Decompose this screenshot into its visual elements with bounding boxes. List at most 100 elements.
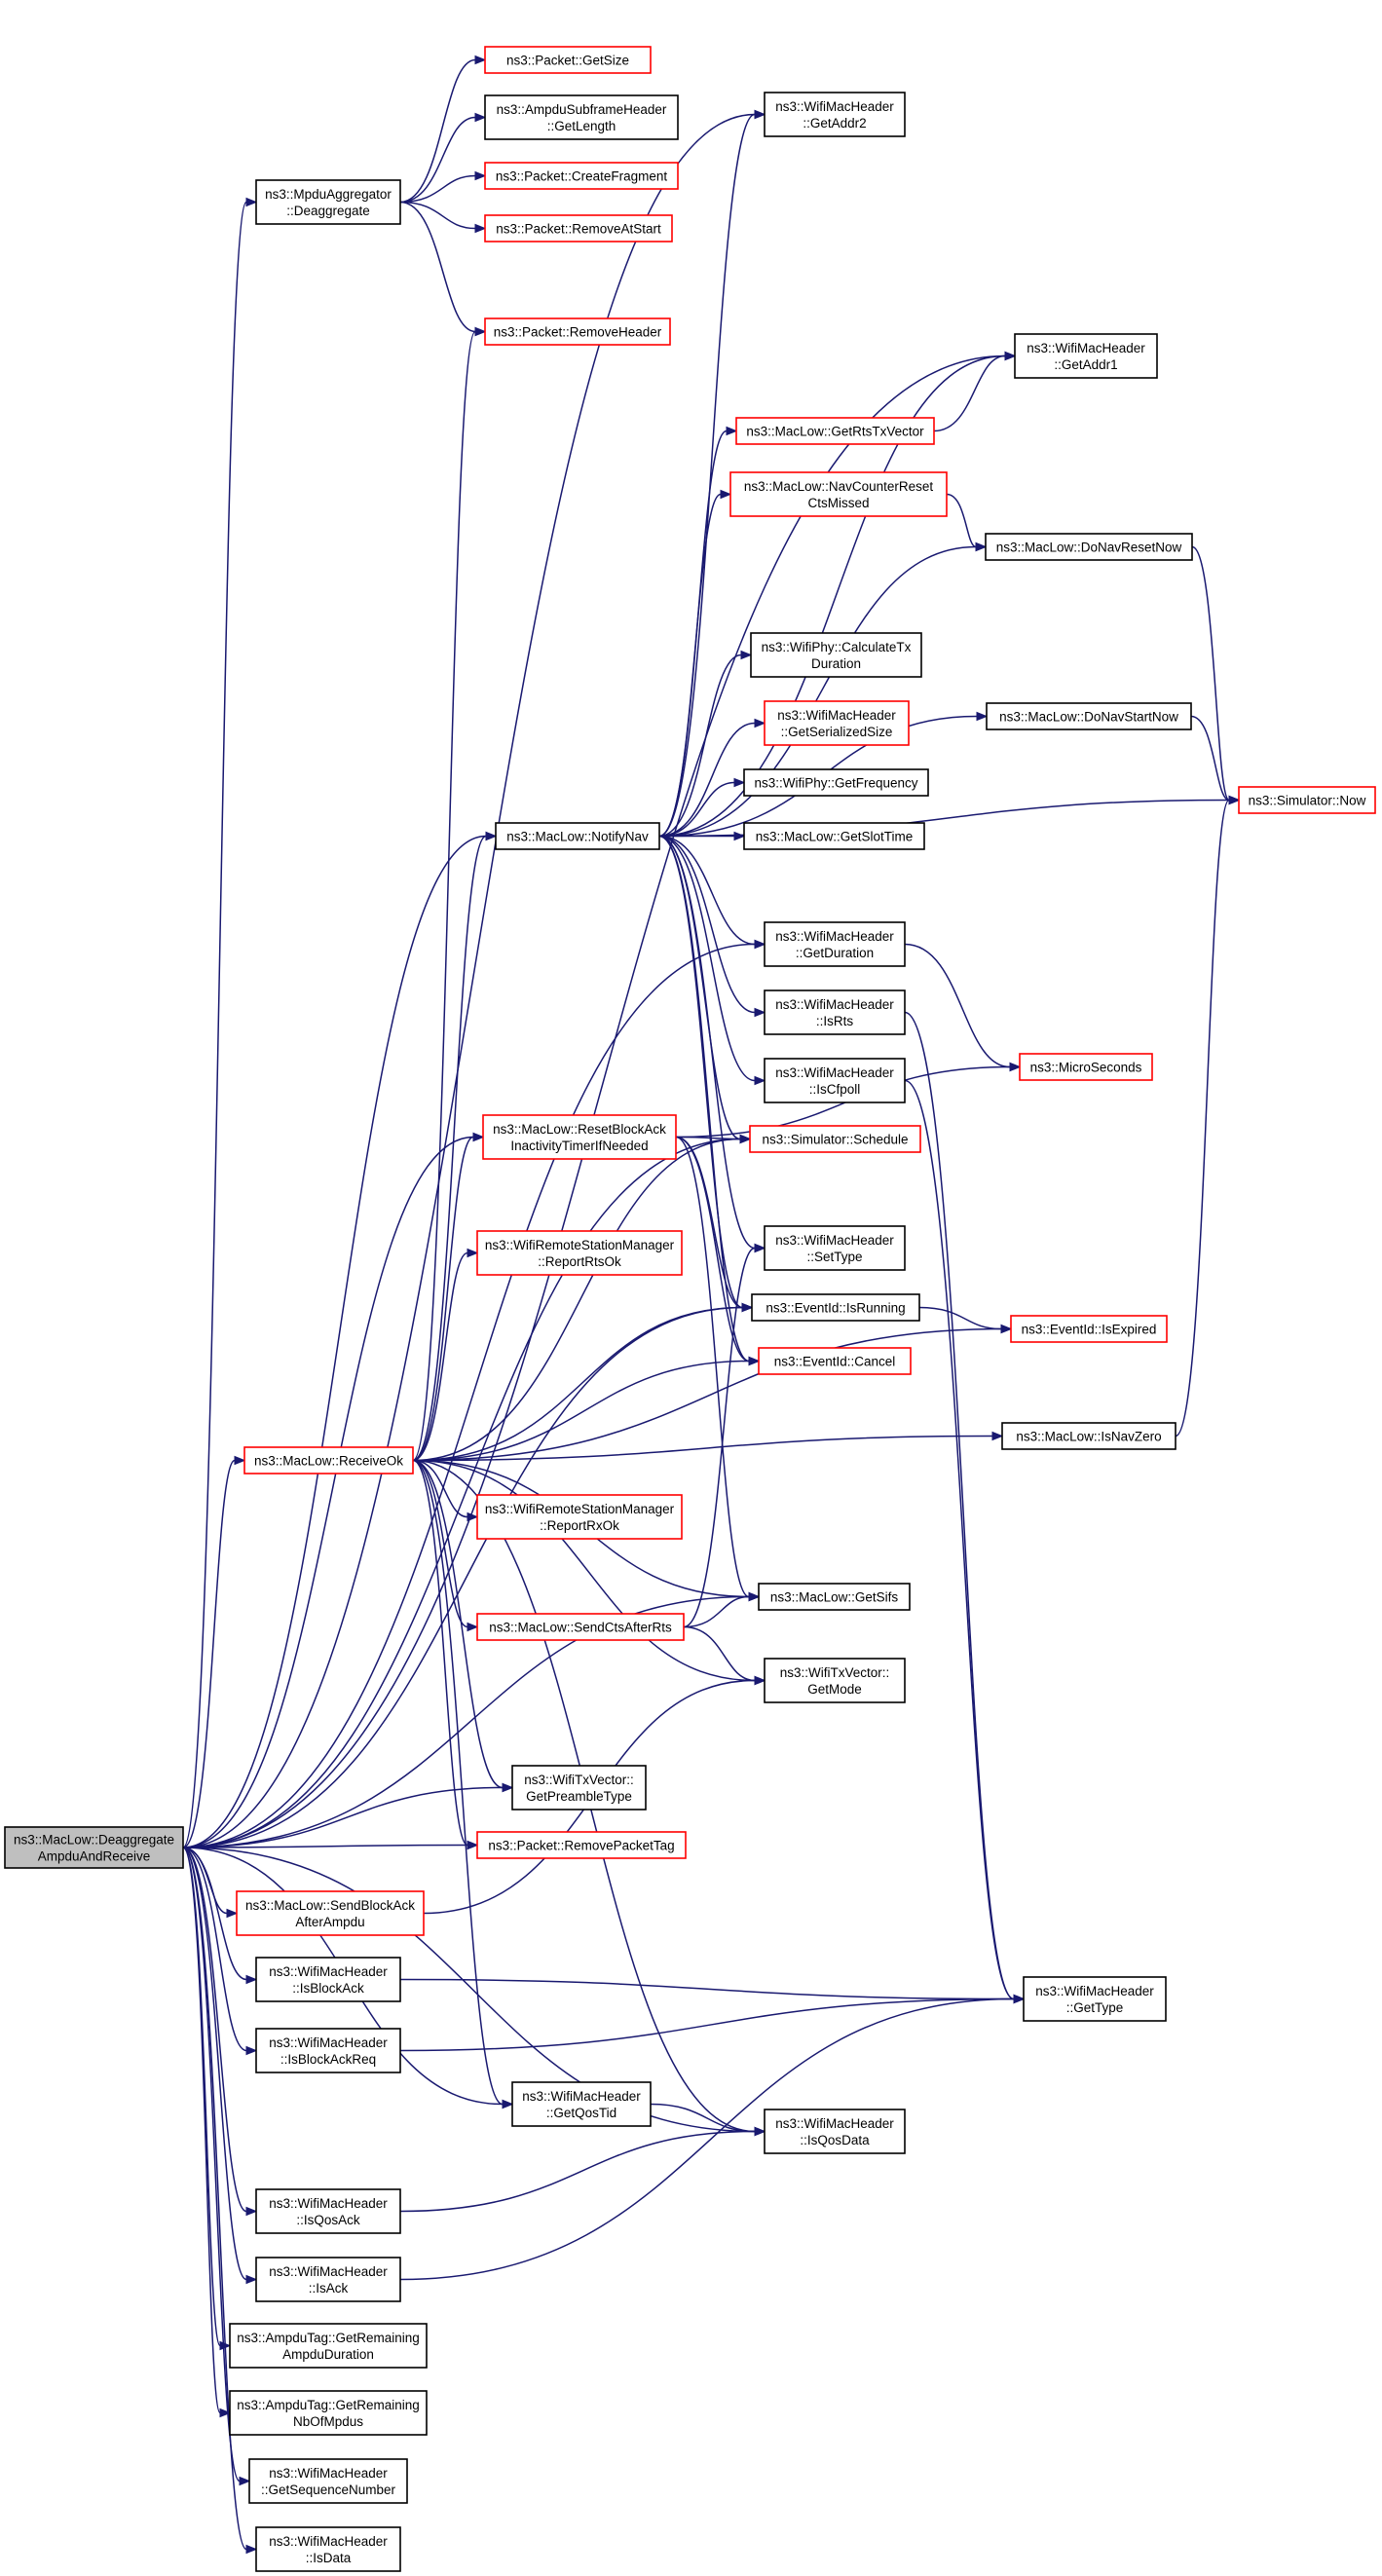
node-box — [511, 1765, 647, 1811]
node-hdr-isack[interactable]: ns3::WifiMacHeader::IsAck — [255, 2257, 401, 2302]
node-label: ns3::EventId::IsExpired — [1022, 1323, 1157, 1337]
node-isnavzero[interactable]: ns3::MacLow::IsNavZero — [1001, 1422, 1177, 1450]
node-donavresetnow[interactable]: ns3::MacLow::DoNavResetNow — [985, 533, 1193, 561]
node-label: ns3::WifiMacHeader — [775, 2116, 894, 2131]
node-box — [476, 1494, 683, 1540]
edge-receiveok-to-sim-schedule — [412, 1134, 752, 1462]
node-receiveok[interactable]: ns3::MacLow::ReceiveOk — [243, 1446, 414, 1475]
node-pkt-createfrag[interactable]: ns3::Packet::CreateFragment — [484, 162, 679, 190]
node-sim-now[interactable]: ns3::Simulator::Now — [1238, 786, 1376, 814]
node-hdr-isblockack[interactable]: ns3::WifiMacHeader::IsBlockAck — [255, 1957, 401, 2002]
node-label: ns3::WifiMacHeader — [1027, 341, 1145, 355]
node-hdr-isqosdata[interactable]: ns3::WifiMacHeader::IsQosData — [764, 2109, 906, 2154]
edge-root-to-hdr-isblockackreq — [182, 1847, 258, 2056]
node-hdr-isqosack[interactable]: ns3::WifiMacHeader::IsQosAck — [255, 2188, 401, 2234]
edge-root-to-mpdu-deagg — [182, 197, 258, 1848]
node-ampdu-getlen[interactable]: ns3::AmpduSubframeHeader::GetLength — [484, 94, 679, 140]
node-label: ns3::WifiMacHeader — [775, 997, 894, 1012]
node-hdr-isblockackreq[interactable]: ns3::WifiMacHeader::IsBlockAckReq — [255, 2028, 401, 2073]
node-pkt-removeatstart[interactable]: ns3::Packet::RemoveAtStart — [484, 214, 673, 243]
node-label: ns3::WifiMacHeader — [269, 2466, 388, 2481]
node-hdr-getqostid[interactable]: ns3::WifiMacHeader::GetQosTid — [511, 2081, 652, 2127]
node-hdr-gettype[interactable]: ns3::WifiMacHeader::GetType — [1023, 1976, 1167, 2022]
node-event-cancel[interactable]: ns3::EventId::Cancel — [758, 1347, 912, 1375]
node-box — [749, 1125, 921, 1153]
node-getsifs[interactable]: ns3::MacLow::GetSifs — [758, 1583, 911, 1611]
node-notifynav[interactable]: ns3::MacLow::NotifyNav — [495, 822, 660, 850]
node-hdr-settype[interactable]: ns3::WifiMacHeader::SetType — [764, 1225, 906, 1271]
node-box — [985, 533, 1193, 561]
edge-mpdu-deagg-to-pkt-removeatstart — [399, 201, 487, 234]
node-hdr-iscfpoll[interactable]: ns3::WifiMacHeader::IsCfpoll — [764, 1058, 906, 1103]
node-label: ns3::Simulator::Now — [1249, 794, 1366, 808]
edge-hdr-getduration-to-microseconds — [904, 943, 1022, 1072]
node-sim-schedule[interactable]: ns3::Simulator::Schedule — [749, 1125, 921, 1153]
node-hdr-getserialized[interactable]: ns3::WifiMacHeader::GetSerializedSize — [764, 700, 910, 746]
edge-mpdu-deagg-to-pkt-createfrag — [399, 170, 487, 204]
node-label: ::IsCfpoll — [809, 1082, 861, 1097]
node-label: ::GetDuration — [796, 946, 874, 960]
node-label: ns3::MacLow::DoNavResetNow — [996, 541, 1182, 555]
node-txv-getpreamble[interactable]: ns3::WifiTxVector::GetPreambleType — [511, 1765, 647, 1811]
node-label: ns3::WifiMacHeader — [522, 2089, 641, 2104]
edge-root-to-hdr-isblockack — [182, 1847, 258, 1985]
node-getslottime[interactable]: ns3::MacLow::GetSlotTime — [743, 822, 925, 850]
edge-donavstartnow-to-sim-now — [1190, 715, 1241, 805]
node-box — [229, 2323, 428, 2369]
edge-root-to-receiveok — [182, 1455, 246, 1848]
node-txv-getmode[interactable]: ns3::WifiTxVector::GetMode — [764, 1658, 906, 1703]
node-label: ::GetQosTid — [546, 2106, 616, 2120]
node-label: ns3::MacLow::DoNavStartNow — [999, 710, 1178, 725]
edge-receiveok-to-notifynav — [412, 831, 498, 1462]
node-microseconds[interactable]: ns3::MicroSeconds — [1019, 1053, 1153, 1081]
node-label: ::IsAck — [309, 2281, 349, 2296]
edge-hdr-isqosack-to-hdr-isqosdata — [399, 2126, 766, 2213]
node-box — [764, 1225, 906, 1271]
node-rsm-reportrtsok[interactable]: ns3::WifiRemoteStationManager::ReportRts… — [476, 1230, 683, 1276]
node-label: ::IsQosData — [800, 2133, 870, 2147]
node-hdr-getaddr2[interactable]: ns3::WifiMacHeader::GetAddr2 — [764, 92, 906, 137]
node-label: ns3::WifiMacHeader — [269, 2035, 388, 2050]
node-box — [229, 2390, 428, 2436]
edge-hdr-getqostid-to-hdr-isqosdata — [650, 2103, 766, 2137]
node-label: ns3::MacLow::ReceiveOk — [254, 1454, 403, 1469]
node-box — [243, 1446, 414, 1475]
node-label: ::SetType — [806, 1250, 862, 1264]
node-getrtstxvector[interactable]: ns3::MacLow::GetRtsTxVector — [735, 417, 935, 445]
edge-receiveok-to-event-isrunning — [412, 1302, 754, 1462]
node-hdr-isrts[interactable]: ns3::WifiMacHeader::IsRts — [764, 989, 906, 1035]
node-mpdu-deagg[interactable]: ns3::MpduAggregator::Deaggregate — [255, 179, 401, 225]
edge-resetblockack-to-event-cancel — [675, 1136, 761, 1366]
node-event-isexpired[interactable]: ns3::EventId::IsExpired — [1010, 1315, 1168, 1343]
node-label: ns3::WifiTxVector:: — [524, 1773, 634, 1787]
node-pkt-removetag[interactable]: ns3::Packet::RemovePacketTag — [476, 1831, 687, 1859]
node-hdr-isdata[interactable]: ns3::WifiMacHeader::IsData — [255, 2526, 401, 2572]
node-hdr-getseqnum[interactable]: ns3::WifiMacHeader::GetSequenceNumber — [248, 2458, 408, 2504]
node-box — [484, 317, 671, 346]
node-label: ns3::MacLow::NavCounterReset — [744, 479, 934, 494]
node-box — [482, 1114, 677, 1160]
node-resetblockack[interactable]: ns3::MacLow::ResetBlockAckInactivityTime… — [482, 1114, 677, 1160]
node-hdr-getduration[interactable]: ns3::WifiMacHeader::GetDuration — [764, 921, 906, 967]
node-label: ns3::WifiMacHeader — [775, 1065, 894, 1080]
node-event-isrunning[interactable]: ns3::EventId::IsRunning — [751, 1293, 920, 1322]
edge-receiveok-to-event-cancel — [412, 1356, 761, 1462]
node-pkt-removeheader[interactable]: ns3::Packet::RemoveHeader — [484, 317, 671, 346]
node-box — [484, 214, 673, 243]
node-hdr-getaddr1[interactable]: ns3::WifiMacHeader::GetAddr1 — [1014, 333, 1158, 379]
edge-receiveok-to-isnavzero — [412, 1431, 1004, 1462]
node-box — [764, 1058, 906, 1103]
node-box — [758, 1347, 912, 1375]
node-sendctsafterrts[interactable]: ns3::MacLow::SendCtsAfterRts — [476, 1613, 685, 1641]
node-rsm-reportrxok[interactable]: ns3::WifiRemoteStationManager::ReportRxO… — [476, 1494, 683, 1540]
node-phy-getfreq[interactable]: ns3::WifiPhy::GetFrequency — [743, 768, 929, 797]
node-pkt-getsize[interactable]: ns3::Packet::GetSize — [484, 46, 652, 74]
node-box — [255, 2188, 401, 2234]
node-donavstartnow[interactable]: ns3::MacLow::DoNavStartNow — [986, 702, 1192, 730]
